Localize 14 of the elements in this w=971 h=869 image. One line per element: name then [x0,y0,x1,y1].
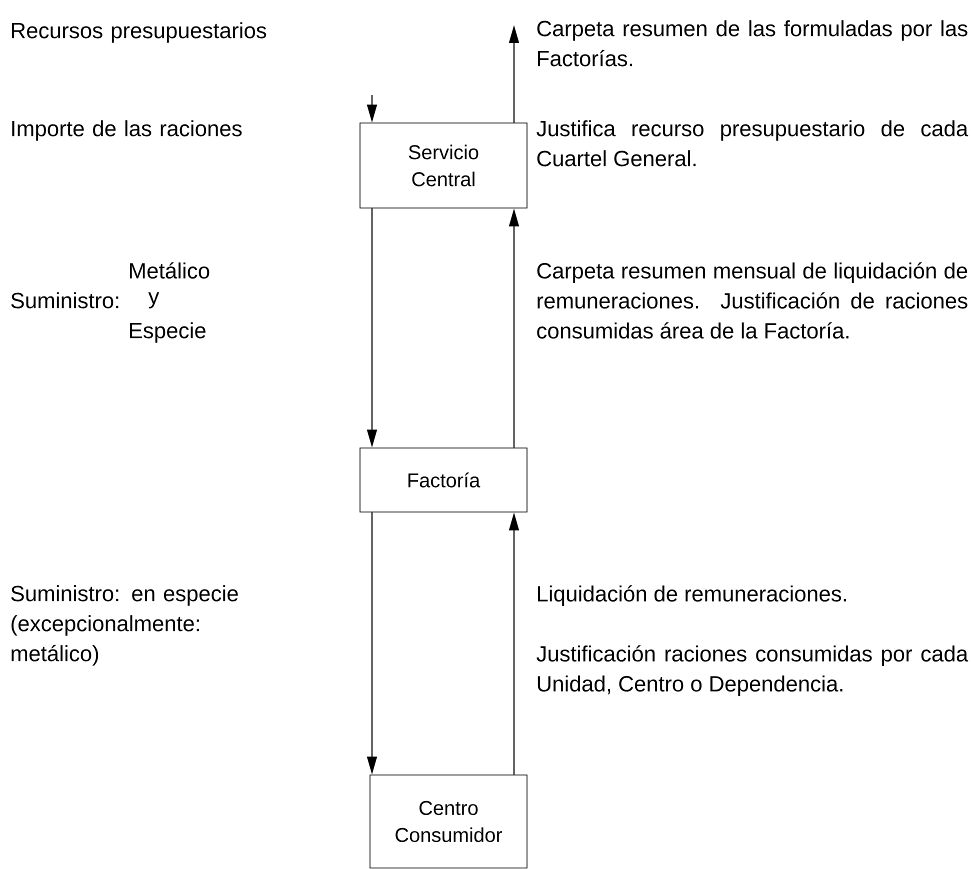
process-box: Centro Consumidor [370,774,528,868]
note-text: Carpeta resumen de las formuladas por las Factorías. [537,20,968,66]
note-text: y [148,292,160,308]
note-text: Especie [130,322,206,343]
note-text: Carpeta resumen mensual de liquidación de remuneraciones. Justificación de raciones consumidas área de la Factoría. [537,262,968,339]
note-text: Importe de las raciones [12,120,242,141]
process-box: Servicio Central [360,122,528,208]
note-text: Recursos presupuestarios [12,22,266,43]
note-text: Suministro: [11,292,118,308]
process-box: Factoría [360,448,528,512]
note-text: Suministro: en especie (excepcionalmente: metálico) [11,585,238,666]
note-text: Metálico [130,262,210,279]
note-text: Justificación raciones consumidas por cada Unidad, Centro o Dependencia. [536,645,968,696]
note-text: Liquidación de remuneraciones. [538,585,846,606]
